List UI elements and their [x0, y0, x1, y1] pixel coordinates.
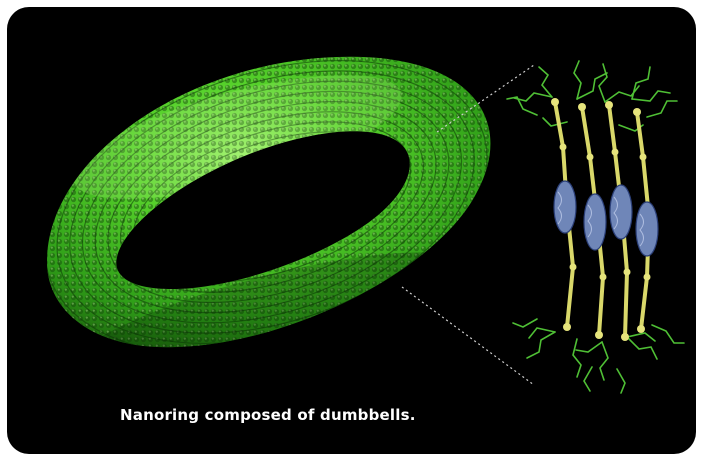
nanoring-illustration	[7, 7, 696, 454]
dumbbell-detail-view	[507, 61, 684, 393]
figure-panel: Nanoring composed of dumbbells.	[7, 7, 696, 454]
figure-caption: Nanoring composed of dumbbells.	[120, 406, 416, 424]
